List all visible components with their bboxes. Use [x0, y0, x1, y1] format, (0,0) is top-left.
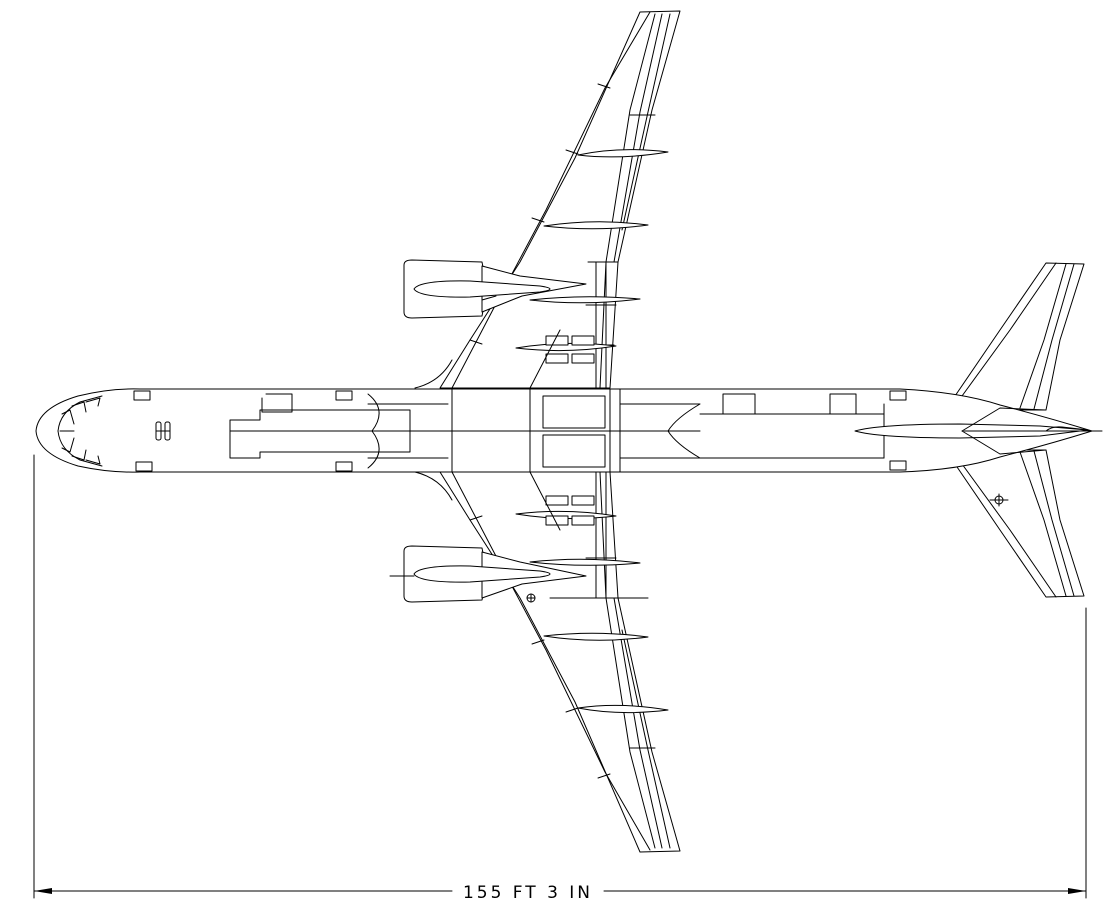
lower-engine — [389, 545, 587, 603]
arrow-left-icon — [34, 888, 52, 894]
overall-length-dimension: 155 FT 3 IN — [33, 454, 1087, 903]
upper-wing — [414, 10, 681, 389]
flap-fairing — [543, 632, 649, 641]
flap-fairing — [529, 558, 641, 566]
overall-length-label: 155 FT 3 IN — [463, 883, 593, 903]
flap-fairing — [543, 221, 649, 230]
flap-fairing — [529, 296, 641, 304]
flap-fairing — [577, 704, 669, 714]
fuselage — [35, 388, 1103, 473]
lower-horizontal-stabilizer — [954, 449, 1085, 598]
flap-fairing — [577, 149, 669, 158]
upper-horizontal-stabilizer — [954, 262, 1085, 411]
arrow-right-icon — [1068, 888, 1086, 894]
lower-wing — [414, 471, 681, 853]
upper-engine — [403, 259, 587, 319]
